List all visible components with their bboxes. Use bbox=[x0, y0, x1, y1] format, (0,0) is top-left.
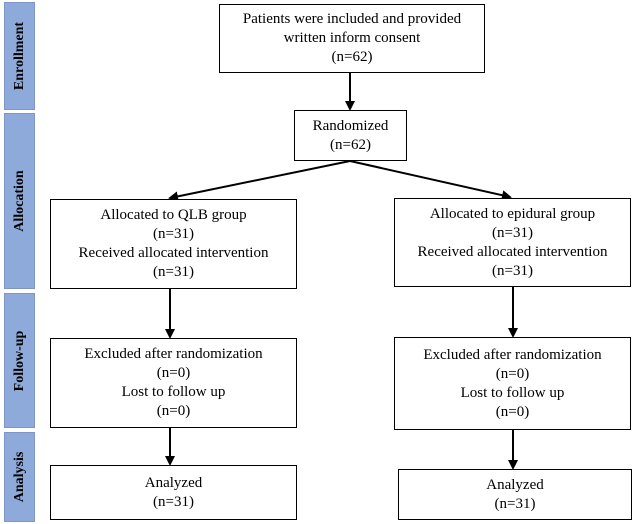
followup-qlb-lost-label: Lost to follow up bbox=[121, 384, 226, 400]
allocation-epidural-count: (n=31) bbox=[492, 224, 533, 241]
enrollment-box: Patients were included and provided writ… bbox=[219, 4, 485, 73]
arrow-randomized-to-qlb bbox=[168, 160, 351, 202]
followup-qlb-excluded-label: Excluded after randomization bbox=[84, 346, 263, 362]
followup-epidural-lost-label: Lost to follow up bbox=[460, 384, 565, 401]
enrollment-count: (n=62) bbox=[331, 49, 373, 65]
phase-follow-up: Follow-up bbox=[4, 293, 35, 428]
randomized-count: (n=62) bbox=[330, 136, 371, 153]
followup-epidural-box: Excluded after randomization (n=0) Lost … bbox=[394, 337, 631, 430]
enrollment-line-2: written inform consent bbox=[283, 30, 421, 46]
followup-qlb-excluded-count: (n=0) bbox=[156, 365, 191, 381]
allocation-qlb-received-count: (n=31) bbox=[153, 264, 194, 280]
phase-analysis: Analysis bbox=[4, 432, 35, 522]
allocation-qlb-received-label: Received allocated intervention bbox=[78, 245, 269, 261]
allocation-epidural-received-label: Received allocated intervention bbox=[417, 243, 608, 260]
allocation-qlb-label: Allocated to QLB group bbox=[100, 207, 247, 223]
allocation-epidural-received-count: (n=31) bbox=[492, 262, 533, 279]
analysis-epidural-count: (n=31) bbox=[494, 495, 536, 512]
allocation-qlb-count: (n=31) bbox=[153, 226, 194, 242]
followup-epidural-excluded-label: Excluded after randomization bbox=[423, 346, 602, 363]
phase-allocation: Allocation bbox=[4, 113, 35, 289]
allocation-qlb-box: Allocated to QLB group (n=31) Received a… bbox=[50, 199, 297, 289]
analysis-epidural-box: Analyzed (n=31) bbox=[398, 469, 632, 520]
randomized-box: Randomized (n=62) bbox=[294, 110, 407, 161]
followup-epidural-excluded-count: (n=0) bbox=[495, 365, 530, 382]
arrow-randomized-to-epidural bbox=[349, 160, 512, 201]
followup-qlb-box: Excluded after randomization (n=0) Lost … bbox=[50, 338, 297, 428]
followup-qlb-lost-count: (n=0) bbox=[156, 403, 191, 419]
followup-epidural-lost-count: (n=0) bbox=[495, 403, 530, 420]
enrollment-line-1: Patients were included and provided bbox=[242, 11, 462, 27]
analysis-qlb-label: Analyzed bbox=[144, 474, 203, 491]
phase-enrollment: Enrollment bbox=[4, 2, 35, 110]
allocation-epidural-box: Allocated to epidural group (n=31) Recei… bbox=[394, 198, 631, 287]
analysis-qlb-box: Analyzed (n=31) bbox=[50, 465, 297, 520]
analysis-qlb-count: (n=31) bbox=[153, 493, 194, 510]
allocation-epidural-label: Allocated to epidural group bbox=[429, 205, 596, 222]
analysis-epidural-label: Analyzed bbox=[486, 476, 544, 493]
randomized-label: Randomized bbox=[312, 117, 389, 134]
